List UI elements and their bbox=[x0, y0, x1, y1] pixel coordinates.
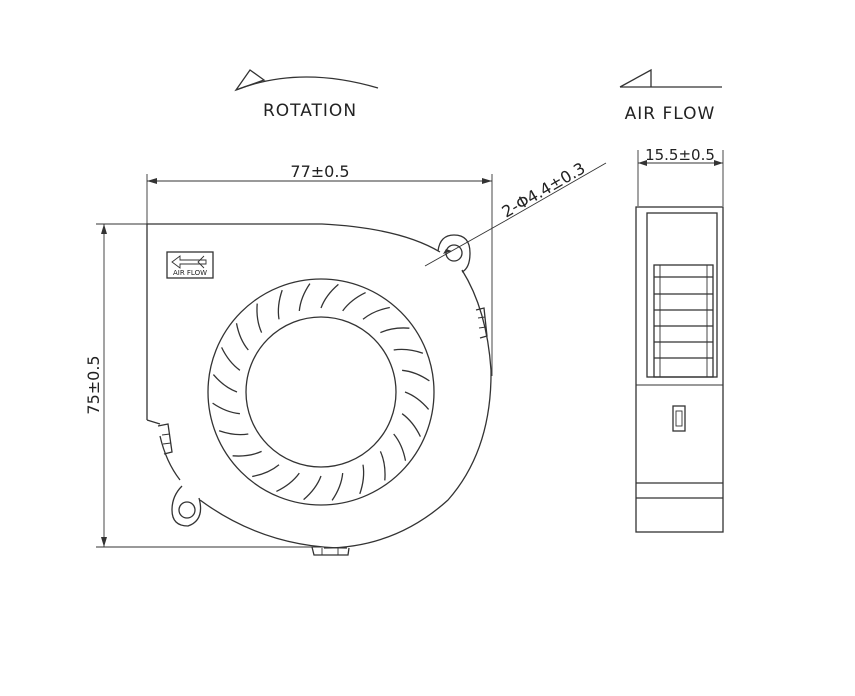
impeller-blade bbox=[212, 402, 240, 415]
side-view: 15.5±0.5 bbox=[635, 146, 724, 533]
rotation-indicator: ROTATION bbox=[234, 69, 379, 121]
rotation-label: ROTATION bbox=[263, 101, 357, 121]
impeller-blade bbox=[359, 464, 365, 495]
impeller-blade bbox=[303, 475, 322, 501]
impeller-blades bbox=[212, 283, 430, 501]
impeller-blade bbox=[298, 283, 311, 311]
impeller-blade bbox=[256, 303, 263, 333]
impeller-blade bbox=[404, 391, 430, 410]
impeller-blade bbox=[401, 413, 421, 437]
impeller-blade bbox=[380, 327, 410, 334]
impeller-blade bbox=[402, 369, 430, 382]
impeller-blade bbox=[362, 306, 390, 320]
fan-housing: AIR FLOW bbox=[146, 223, 492, 556]
impeller-blade bbox=[393, 433, 407, 461]
impeller-blade bbox=[331, 473, 344, 501]
width-dimension-label: 77±0.5 bbox=[290, 162, 349, 181]
impeller-blade bbox=[218, 430, 249, 436]
impeller-blade bbox=[252, 464, 280, 478]
impeller-blade bbox=[276, 472, 300, 492]
impeller-blade bbox=[232, 450, 262, 457]
impeller bbox=[207, 278, 435, 506]
hole-callout-label: 2-Φ4.4±0.3 bbox=[499, 159, 589, 222]
impeller-blade bbox=[342, 292, 366, 312]
impeller-blade bbox=[235, 323, 249, 351]
impeller-blade bbox=[379, 451, 386, 481]
impeller-blade bbox=[393, 348, 424, 354]
impeller-blade bbox=[320, 283, 339, 309]
air-flow-indicator: AIR FLOW bbox=[619, 68, 722, 124]
width-dimension: 77±0.5 bbox=[146, 162, 493, 420]
hole-callout: 2-Φ4.4±0.3 bbox=[424, 159, 607, 267]
air-flow-badge-label: AIR FLOW bbox=[173, 269, 207, 277]
impeller-blade bbox=[221, 347, 241, 371]
impeller-blade bbox=[212, 374, 238, 393]
air-flow-label: AIR FLOW bbox=[625, 104, 716, 124]
height-dimension-label: 75±0.5 bbox=[84, 355, 103, 414]
impeller-blade bbox=[277, 289, 283, 320]
thickness-dimension-label: 15.5±0.5 bbox=[645, 146, 715, 164]
